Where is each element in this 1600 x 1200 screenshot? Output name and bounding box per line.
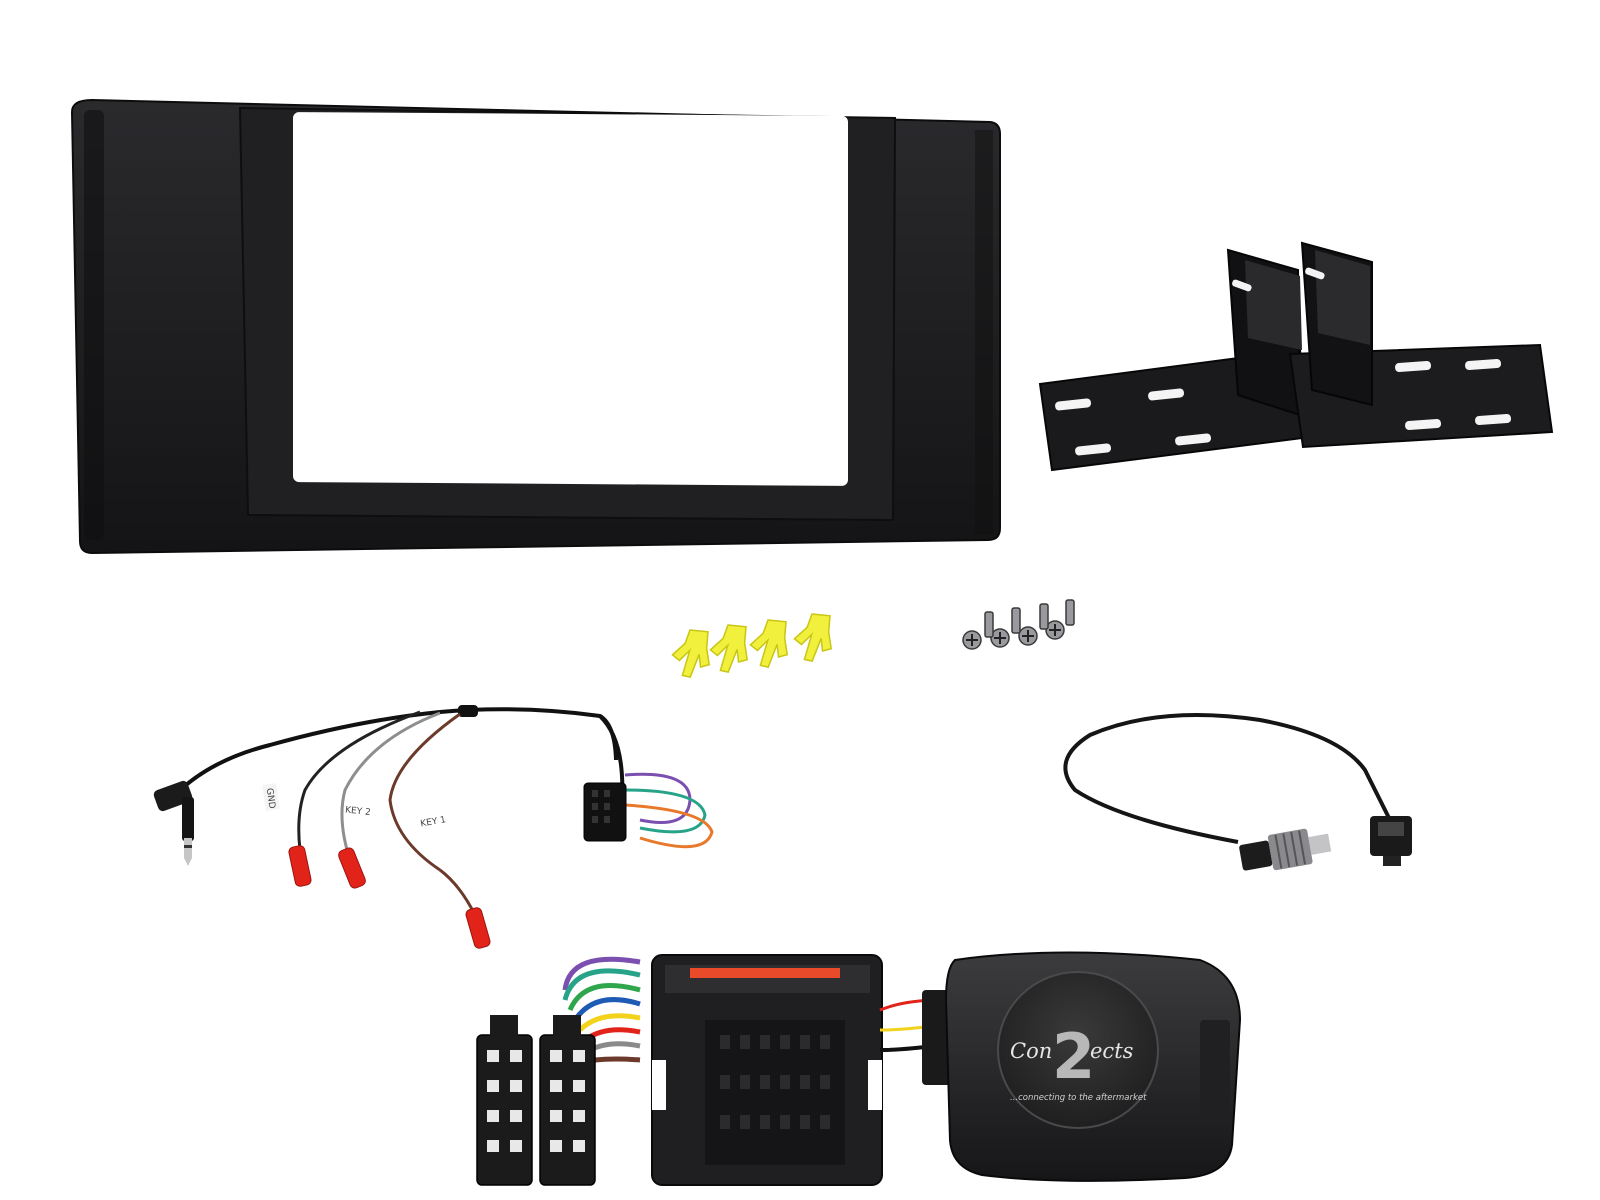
antenna-adapter-lead: [1063, 713, 1412, 871]
logo-number: 2: [1052, 1020, 1095, 1093]
logo-suffix: ects: [1090, 1039, 1134, 1063]
key2-wire-label: KEY 2: [345, 805, 372, 818]
iso-wiring-harness: 2 Con ects ...connecting to the aftermar…: [476, 951, 1242, 1186]
iso-connector-right: [539, 1015, 596, 1186]
gnd-wire-label: GND: [264, 788, 277, 810]
key1-wire-label: KEY 1: [420, 815, 447, 829]
mounting-screws: [962, 599, 1075, 650]
red-wire-terminals: [288, 845, 491, 949]
steering-interface-box: 2 Con ects ...connecting to the aftermar…: [922, 951, 1242, 1182]
logo-tagline: ...connecting to the aftermarket: [1010, 1093, 1147, 1103]
iso-connector-left: [476, 1015, 533, 1186]
quadlock-connector: [651, 954, 883, 1186]
logo-prefix: Con: [1010, 1039, 1052, 1063]
audio-jack-connector: [153, 780, 194, 866]
bracket-slots: [1055, 267, 1512, 456]
patch-lead-connector: [583, 782, 627, 842]
steering-control-patch-lead: GND KEY 2 KEY 1: [153, 705, 714, 949]
fascia-screen-opening: [293, 112, 848, 486]
yellow-connector-clips: [671, 613, 833, 678]
mounting-brackets: [1038, 241, 1554, 472]
double-din-fascia-panel: [70, 98, 1001, 555]
